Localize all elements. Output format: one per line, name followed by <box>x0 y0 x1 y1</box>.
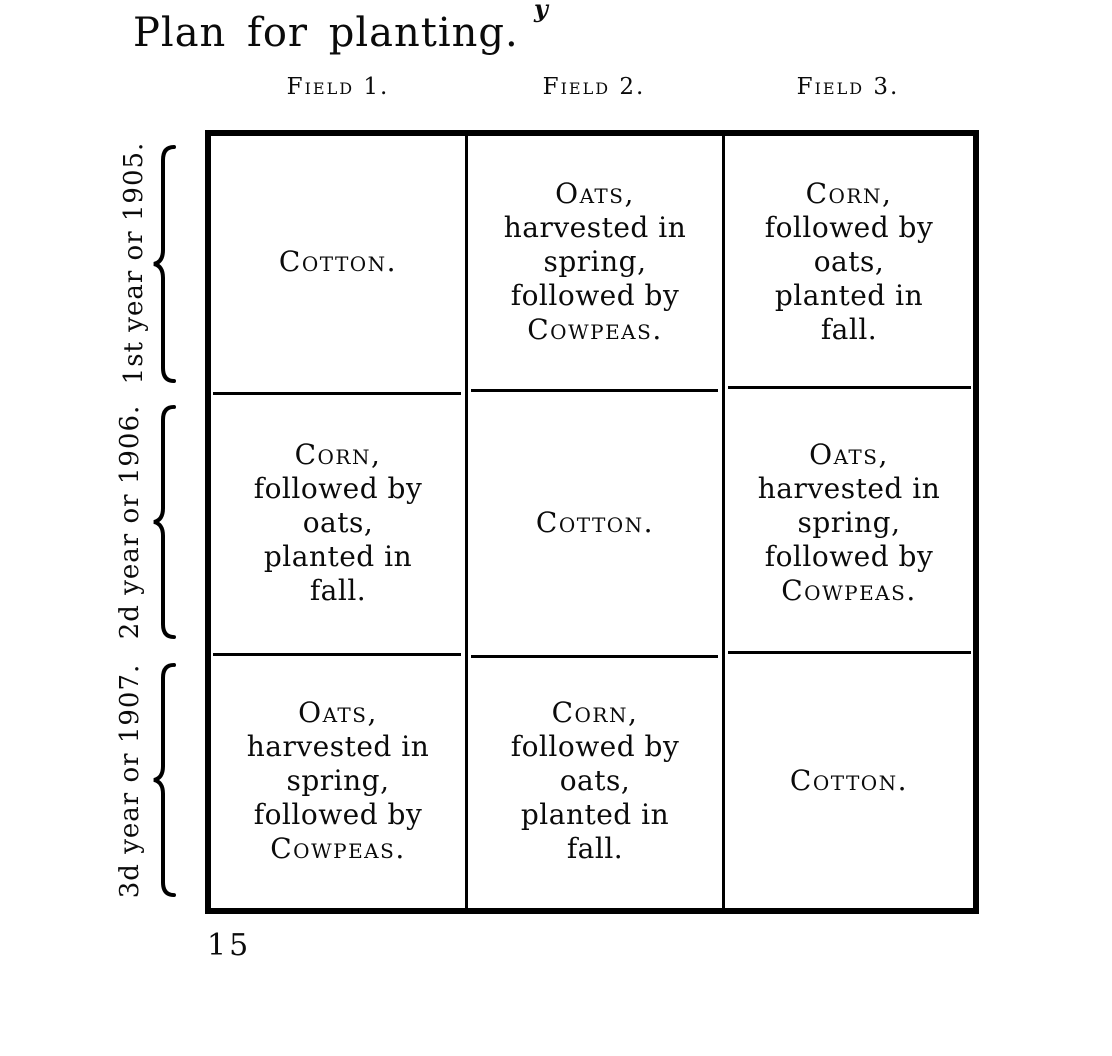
cell-line: spring, <box>543 245 647 278</box>
cell-line: planted in <box>263 540 413 573</box>
row-divider <box>213 392 461 395</box>
cell-line: Cotton. <box>789 764 909 797</box>
page-title: Plan for planting. <box>133 10 519 56</box>
column-header-field-2: Field 2. <box>542 74 646 100</box>
cell-line: followed by <box>510 279 680 312</box>
cell-line: Cotton. <box>535 506 655 539</box>
row-divider <box>213 653 461 656</box>
row-label-year-3: 3d year or 1907. <box>115 663 145 899</box>
cell-line: fall. <box>309 574 367 607</box>
cell-line: planted in <box>774 279 924 312</box>
row-brace-icon <box>153 145 176 383</box>
column-header-field-1: Field 1. <box>286 74 390 100</box>
column-divider <box>722 136 725 908</box>
row-label-year-1: 1st year or 1905. <box>119 141 149 385</box>
row-divider <box>471 655 718 658</box>
cell-line: Oats, <box>298 696 378 729</box>
cell-line: Oats, <box>809 438 889 471</box>
cell-line: harvested in <box>757 472 941 505</box>
cell-line: harvested in <box>246 730 430 763</box>
column-divider <box>465 136 468 908</box>
cell-line: Cotton. <box>278 245 398 278</box>
column-header-field-3: Field 3. <box>796 74 900 100</box>
cell-line: Oats, <box>555 177 635 210</box>
cell-line: followed by <box>253 472 423 505</box>
cell-line: oats, <box>302 506 374 539</box>
cell-line: Corn, <box>551 696 639 729</box>
page-number: 15 <box>207 928 252 963</box>
cell-line: followed by <box>764 211 934 244</box>
row-label-year-2: 2d year or 1906. <box>115 404 145 640</box>
cell-line: oats, <box>813 245 885 278</box>
cell-line: Cowpeas. <box>270 832 406 865</box>
cell-line: followed by <box>510 730 680 763</box>
cell-line: Corn, <box>805 177 893 210</box>
row-brace-icon <box>153 662 176 898</box>
row-divider <box>728 386 971 389</box>
cell-line: fall. <box>820 313 878 346</box>
table-cell-year1-field1: Cotton. <box>211 136 465 388</box>
cell-line: oats, <box>559 764 631 797</box>
cell-line: followed by <box>764 540 934 573</box>
table-cell-year2-field2: Cotton. <box>468 395 722 651</box>
cell-line: Corn, <box>294 438 382 471</box>
cell-line: Cowpeas. <box>527 313 663 346</box>
cell-line: spring, <box>286 764 390 797</box>
row-brace-icon <box>153 404 176 640</box>
cell-line: Cowpeas. <box>781 574 917 607</box>
cell-line: planted in <box>520 798 670 831</box>
cell-line: fall. <box>566 832 624 865</box>
table-cell-year3-field3: Cotton. <box>725 656 973 906</box>
row-divider <box>728 651 971 654</box>
stray-ink-mark: y <box>534 0 548 23</box>
cell-line: spring, <box>797 506 901 539</box>
row-divider <box>471 389 718 392</box>
cell-line: harvested in <box>503 211 687 244</box>
cell-line: followed by <box>253 798 423 831</box>
